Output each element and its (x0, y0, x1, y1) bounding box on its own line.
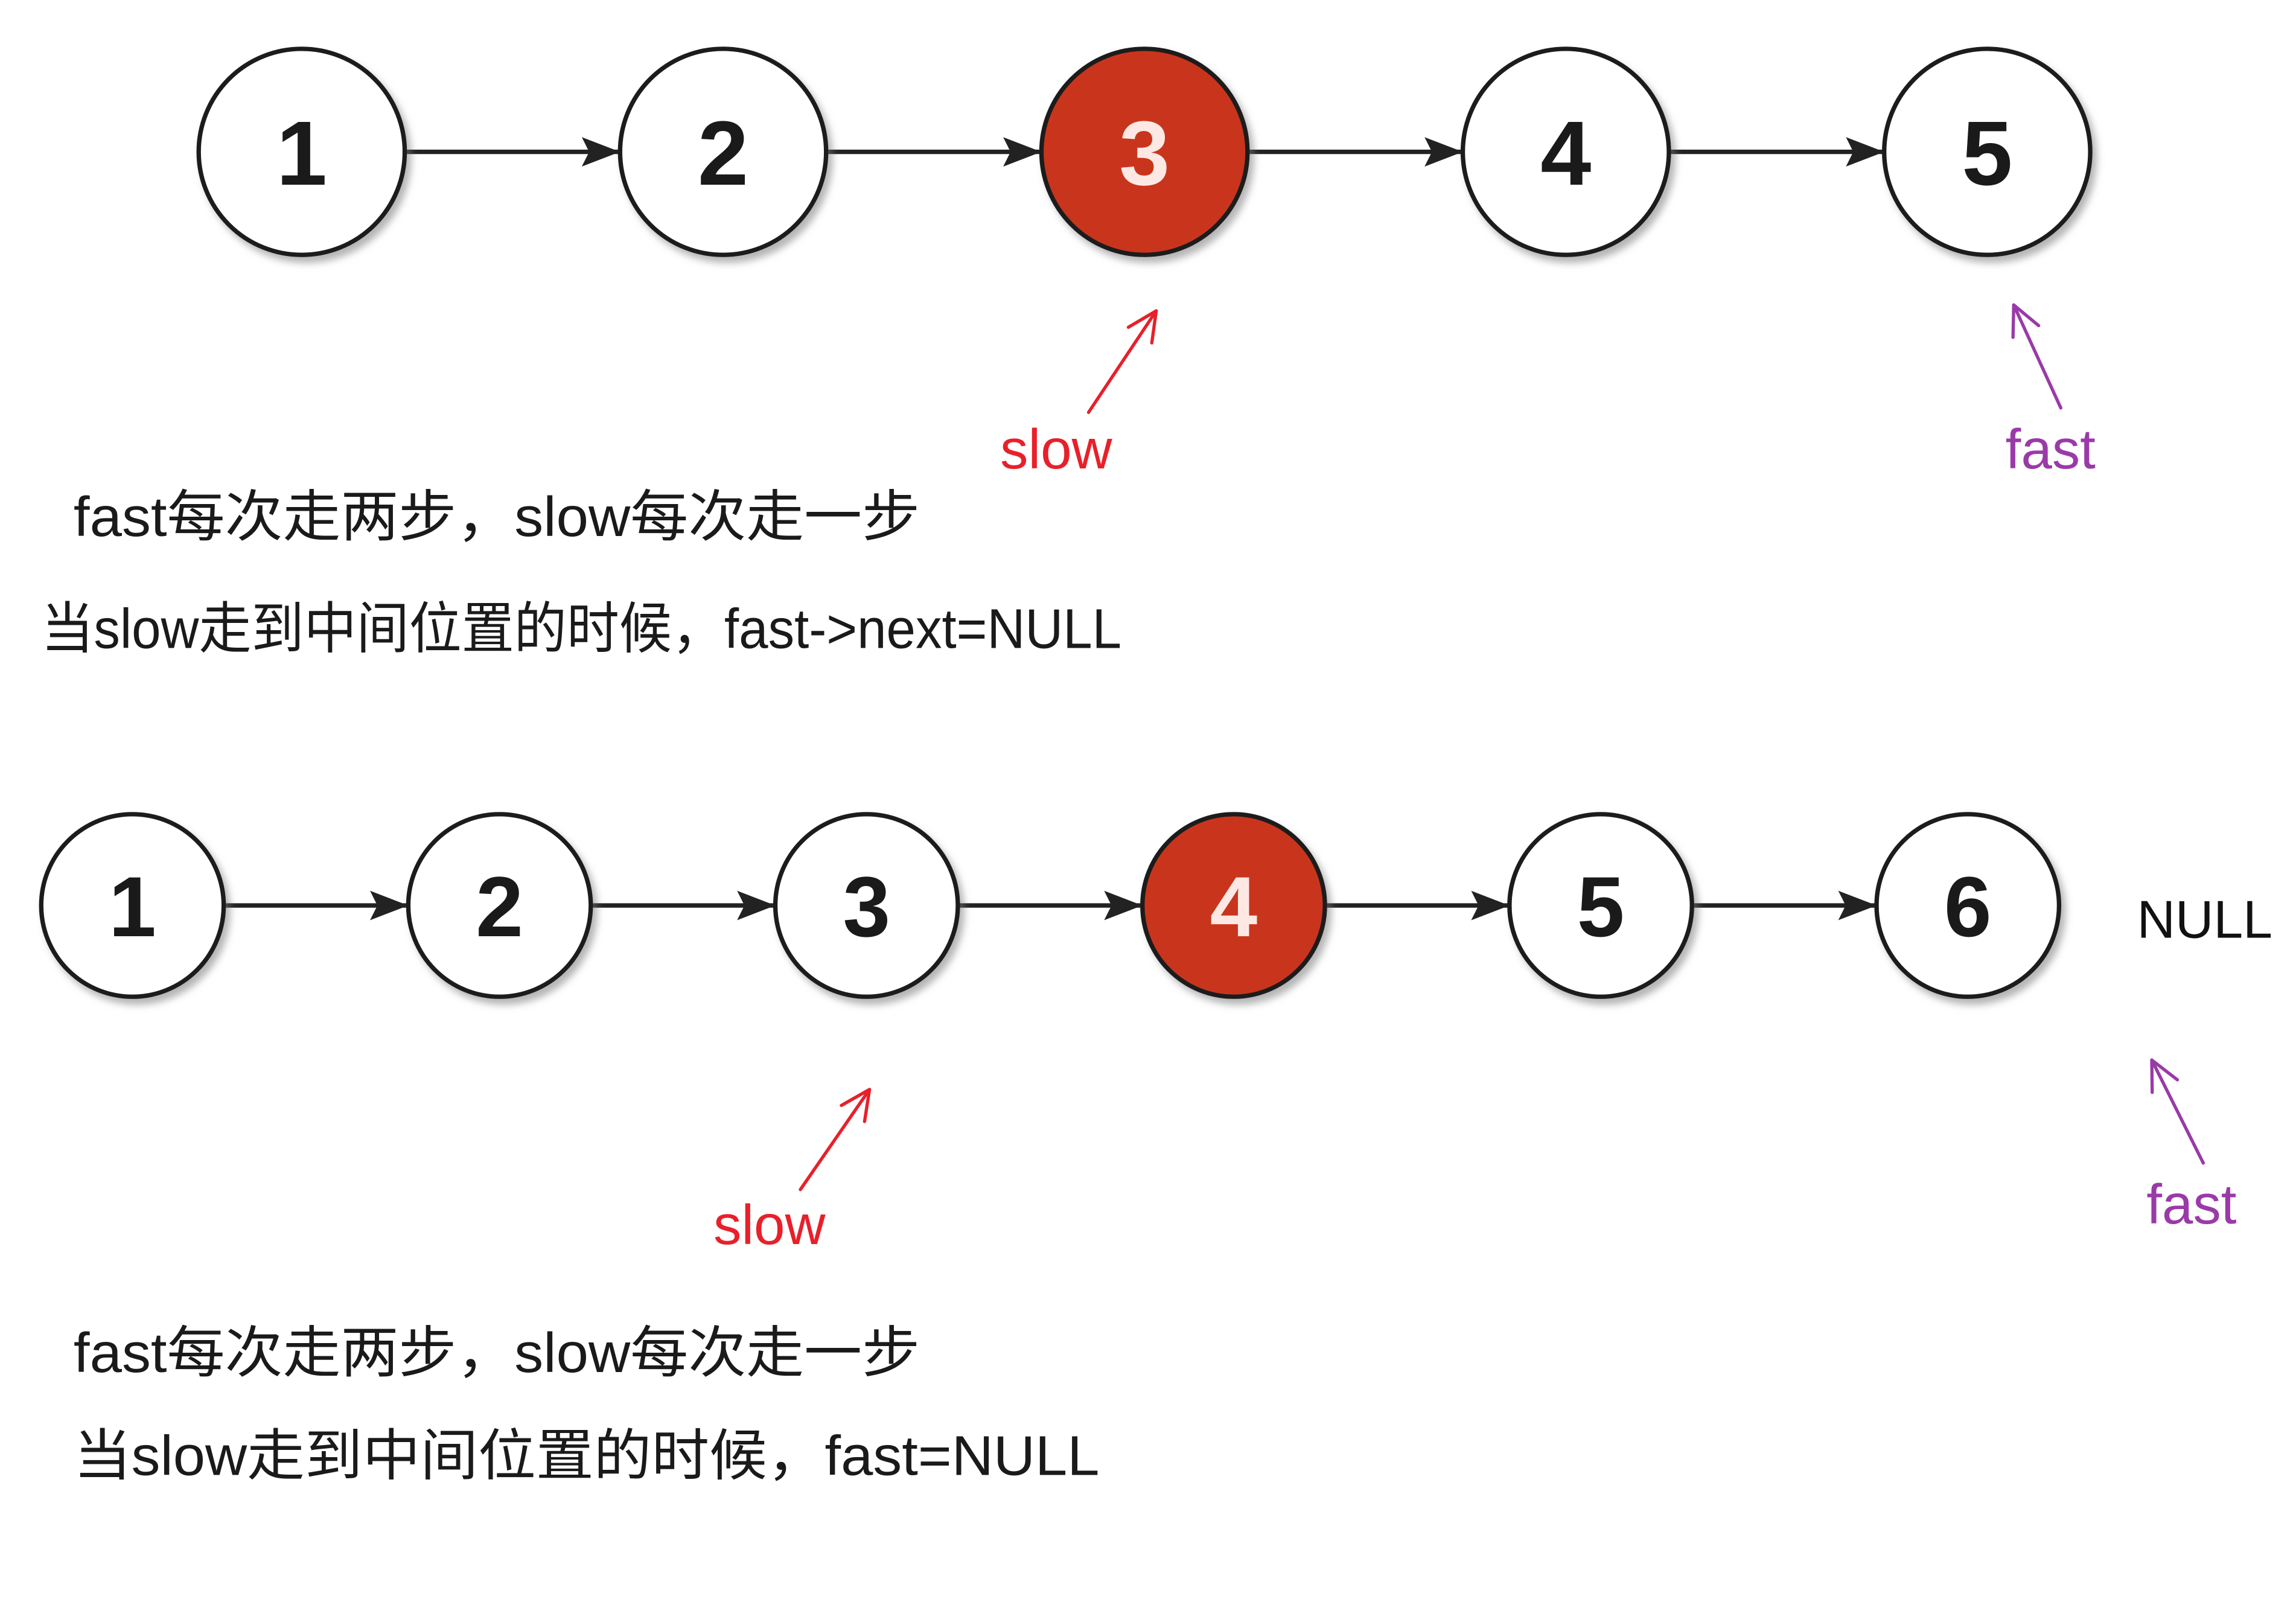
fast-pointer-arrowhead (2150, 1058, 2180, 1094)
fast-pointer-label: fast (2006, 418, 2096, 480)
node-value: 2 (476, 859, 523, 954)
slow-pointer: slow (1000, 309, 1158, 480)
null-label: NULL (2137, 890, 2272, 950)
fast-pointer-label: fast (2146, 1173, 2237, 1236)
node-circle (617, 46, 829, 257)
list-node: 5 (1882, 46, 2093, 257)
fast-pointer: fast (2146, 1058, 2237, 1236)
caption-even-result: 当slow走到中间位置的时候，fast=NULL (74, 1425, 1100, 1487)
node-value: 2 (698, 103, 748, 205)
fast-pointer-arrow (2150, 1058, 2205, 1165)
node-value: 3 (843, 859, 890, 954)
node-circle (773, 812, 960, 999)
node-circle (196, 46, 407, 257)
slow-pointer-arrowhead (1126, 309, 1158, 345)
slow-pointer-label: slow (1000, 418, 1112, 480)
node-circle (1507, 812, 1694, 999)
caption-odd-rule: fast每次走两步，slow每次走一步 (74, 485, 920, 548)
caption-even-rule: fast每次走两步，slow每次走一步 (74, 1321, 920, 1384)
list-node: 4 (1460, 46, 1671, 257)
list-node: 6 (1874, 812, 2062, 999)
list-node: 1 (196, 46, 407, 257)
node-circle (39, 812, 226, 999)
fast-pointer: fast (2006, 303, 2096, 480)
node-value: 1 (276, 103, 327, 205)
node-circle (406, 812, 593, 999)
list-node: 3 (773, 812, 960, 999)
fast-pointer-arrowhead (2011, 303, 2041, 339)
fast-pointer-arrow (2012, 303, 2063, 410)
node-value: 3 (1119, 103, 1170, 205)
node-circle (1874, 812, 2062, 999)
node-value: 6 (1944, 859, 1992, 954)
list-node: 2 (406, 812, 593, 999)
node-circle (1882, 46, 2093, 257)
node-circle (1140, 812, 1327, 999)
slow-pointer-arrow (799, 1088, 872, 1192)
caption-odd-result: 当slow走到中间位置的时候，fast->next=NULL (41, 597, 1121, 660)
slow-pointer-label: slow (713, 1193, 826, 1256)
node-value: 5 (1577, 859, 1625, 954)
list-node: 5 (1507, 812, 1694, 999)
node-value: 1 (109, 859, 156, 954)
node-value: 5 (1962, 103, 2012, 205)
node-circle (1039, 46, 1250, 257)
linked-list-odd: 1 2 3 4 5 slow fast (196, 46, 2096, 480)
slow-pointer: slow (713, 1088, 872, 1256)
list-node: 2 (617, 46, 829, 257)
middle-node: 3 (1039, 46, 1250, 257)
node-circle (1460, 46, 1671, 257)
slow-pointer-arrowhead (840, 1088, 872, 1123)
node-value: 4 (1540, 103, 1591, 205)
middle-node: 4 (1140, 812, 1327, 999)
list-node: 1 (39, 812, 226, 999)
slow-pointer-arrow (1086, 309, 1158, 414)
linked-list-even: 1 2 3 4 5 6 NULL slow fast (39, 812, 2272, 1256)
node-value: 4 (1210, 859, 1258, 954)
